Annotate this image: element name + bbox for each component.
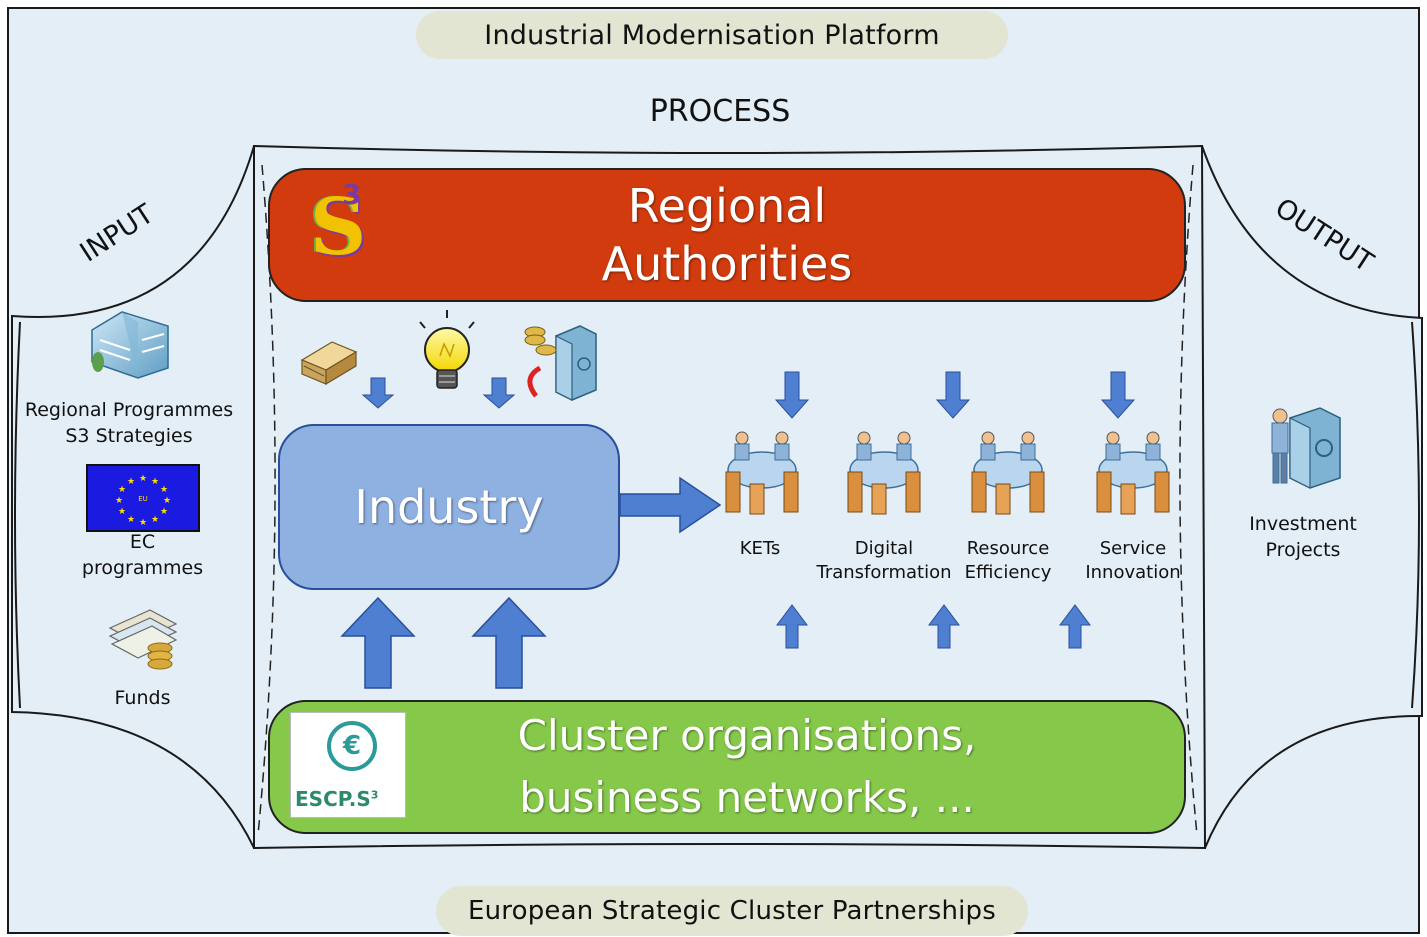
- arrow-down-knowledge: [361, 377, 395, 409]
- svg-text:★: ★: [118, 485, 126, 495]
- input-regional-programmes: Regional Programmes S3 Strategies: [24, 397, 234, 449]
- svg-text:★: ★: [118, 507, 126, 517]
- industry-label: Industry: [354, 480, 544, 534]
- escp-logo-name: ESCP.S: [295, 787, 371, 811]
- domain-service-line1: Service: [1099, 538, 1167, 559]
- svg-text:★: ★: [127, 515, 135, 525]
- s3-logo-s: S: [310, 182, 367, 273]
- domain-resource: Resource Efficiency: [950, 537, 1066, 585]
- input-panel-edge: [14, 321, 21, 709]
- regional-authorities-line1: Regional: [627, 179, 827, 233]
- meeting-icon-kets: [725, 431, 799, 515]
- svg-text:★: ★: [127, 477, 135, 487]
- arrow-down-resource: [935, 371, 971, 419]
- domain-digital-line2: Transformation: [816, 562, 952, 583]
- domain-digital: Digital Transformation: [816, 537, 952, 585]
- regional-authorities-band: Regional Authorities: [268, 168, 1186, 302]
- output-line1: Investment: [1249, 513, 1357, 535]
- vault-coins-icon: [524, 325, 597, 401]
- escp-logo-mark: €: [327, 721, 377, 771]
- s3-logo-number: 3: [342, 178, 362, 211]
- escp-logo-sup: 3: [370, 788, 379, 802]
- process-dashed-right: [1179, 164, 1198, 836]
- output-panel-edge: [1411, 321, 1420, 709]
- arrow-industry-to-domains: [619, 476, 722, 534]
- input-ec-line2: programmes: [81, 557, 204, 579]
- input-ec-programmes: EC programmes: [60, 529, 225, 581]
- partnership-label-text: European Strategic Cluster Partnerships: [467, 896, 997, 926]
- process-label: PROCESS: [649, 94, 791, 129]
- svg-text:★: ★: [151, 515, 159, 525]
- cluster-line2: business networks, ...: [519, 773, 975, 822]
- meeting-icon-service: [1096, 431, 1170, 515]
- arrow-down-idea: [482, 377, 516, 409]
- partnership-label: European Strategic Cluster Partnerships: [436, 886, 1028, 936]
- domain-service-line2: Innovation: [1085, 562, 1181, 583]
- arrow-down-kets: [774, 371, 810, 419]
- svg-text:★: ★: [163, 496, 171, 506]
- eu-flag-icon: ★★★ ★★★ ★★★ ★★★ EU: [86, 464, 200, 532]
- s3-logo: S 3: [310, 178, 390, 288]
- domain-service: Service Innovation: [1075, 537, 1191, 585]
- svg-text:★: ★: [160, 485, 168, 495]
- process-dashed-left: [257, 164, 276, 836]
- arrow-down-service: [1100, 371, 1136, 419]
- regional-authorities-line2: Authorities: [601, 237, 853, 291]
- domain-resource-line1: Resource: [966, 538, 1050, 559]
- svg-text:★: ★: [151, 477, 159, 487]
- domain-digital-line1: Digital: [854, 538, 914, 559]
- domain-kets-line1: KETs: [739, 538, 781, 559]
- svg-text:EU: EU: [138, 495, 148, 503]
- domain-resource-line2: Efficiency: [964, 562, 1052, 583]
- svg-text:★: ★: [139, 474, 147, 484]
- platform-label: Industrial Modernisation Platform: [416, 11, 1008, 59]
- books-icon: [300, 341, 358, 386]
- cluster-line1: Cluster organisations,: [517, 711, 977, 760]
- svg-text:★: ★: [115, 496, 123, 506]
- arrow-up-cluster-2: [471, 596, 547, 689]
- escp-logo-text: ESCP.S3: [295, 787, 378, 811]
- funds-icon: [108, 609, 178, 670]
- investor-vault-icon: [1271, 407, 1341, 489]
- input-funds: Funds: [60, 685, 225, 711]
- arrow-up-digital: [928, 604, 960, 649]
- lightbulb-icon: [419, 310, 475, 389]
- platform-label-text: Industrial Modernisation Platform: [484, 19, 940, 51]
- cluster-band: Cluster organisations, business networks…: [268, 700, 1186, 834]
- arrow-up-cluster-1: [340, 596, 416, 689]
- svg-text:★: ★: [139, 518, 147, 528]
- building-icon: [91, 311, 169, 379]
- regional-authorities-title: Regional Authorities: [602, 177, 853, 293]
- output-line2: Projects: [1265, 539, 1341, 561]
- input-regional-line1: Regional Programmes: [24, 399, 234, 421]
- domain-kets: KETs: [705, 537, 815, 561]
- meeting-icon-resource: [971, 431, 1045, 515]
- escp-logo: € ESCP.S3: [290, 712, 406, 818]
- arrow-up-kets: [776, 604, 808, 649]
- output-investment-projects: Investment Projects: [1232, 511, 1374, 563]
- industry-box: Industry: [278, 424, 620, 590]
- arrow-up-service: [1059, 604, 1091, 649]
- svg-text:★: ★: [160, 507, 168, 517]
- cluster-title: Cluster organisations, business networks…: [518, 705, 977, 829]
- input-ec-line1: EC: [129, 531, 156, 553]
- meeting-icon-digital: [847, 431, 921, 515]
- output-panel: [1201, 145, 1423, 849]
- input-regional-line2: S3 Strategies: [65, 425, 193, 447]
- input-funds-line1: Funds: [114, 687, 171, 709]
